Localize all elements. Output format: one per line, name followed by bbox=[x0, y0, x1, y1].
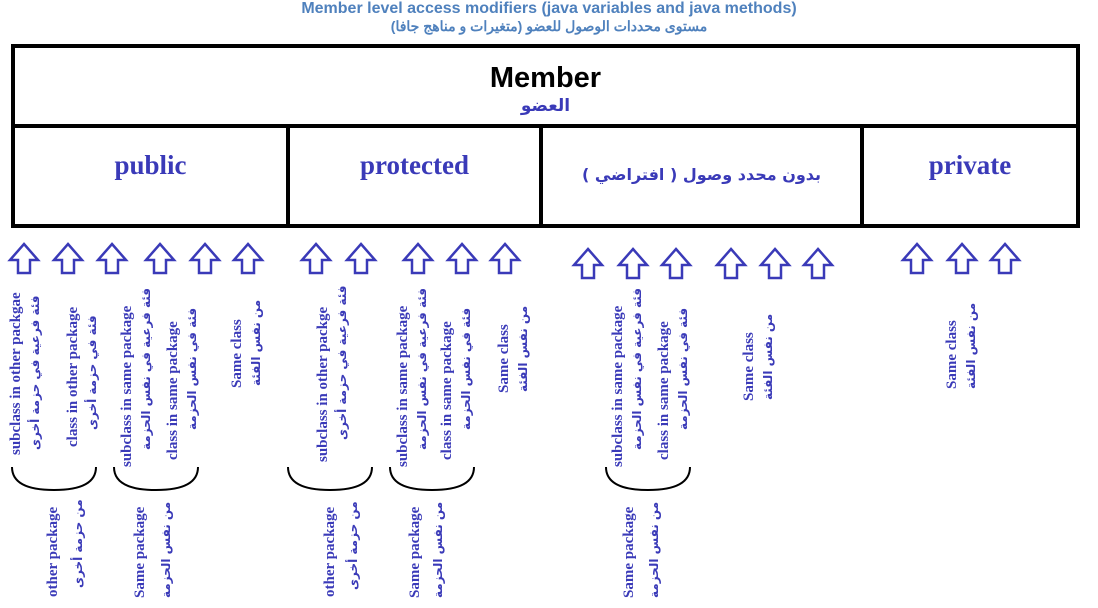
label-subclass-same-package-ar: فئة فرعية في نفس الحزمة bbox=[630, 288, 644, 450]
member-heading: Member bbox=[489, 62, 602, 94]
label-subclass-same-package-ar: فئة فرعية في نفس الحزمة bbox=[415, 288, 429, 450]
label-class-same-package-ar: فئة في نفس الحزمة bbox=[185, 307, 199, 430]
diagram-title-arabic: مستوى محددات الوصول للعضو (متغيرات و منا… bbox=[390, 18, 708, 34]
label-same-class: Same class bbox=[944, 320, 960, 389]
column-cell-private bbox=[860, 124, 1080, 228]
grouping-brace bbox=[113, 466, 199, 492]
label-subclass-other-package-ar: فئة فرعية في حزمة أخرى bbox=[28, 295, 42, 450]
label-subclass-other-package: subclass in other packgae bbox=[8, 292, 24, 455]
diagram-title: Member level access modifiers (java vari… bbox=[301, 0, 797, 17]
label-other-package: other package bbox=[45, 506, 61, 597]
label-same-class-ar: من نفس الفئة bbox=[516, 305, 530, 392]
label-same-package-ar: من نفس الحزمة bbox=[647, 501, 661, 598]
label-other-package: other package bbox=[322, 506, 338, 597]
label-class-same-package-ar: فئة في نفس الحزمة bbox=[676, 307, 690, 430]
column-label-default: بدون محدد وصول ( افتراضي ) bbox=[581, 165, 822, 184]
label-class-same-package: class in same package bbox=[165, 321, 181, 460]
label-same-class: Same class bbox=[741, 332, 757, 401]
label-same-package: Same package bbox=[621, 506, 637, 598]
grouping-brace bbox=[11, 466, 97, 492]
grouping-brace bbox=[389, 466, 475, 492]
label-subclass-same-package: subclass in same package bbox=[610, 305, 626, 467]
label-same-class-ar: من نفس الفئة bbox=[964, 302, 978, 389]
label-same-package-ar: من نفس الحزمة bbox=[431, 501, 445, 598]
label-class-same-package-ar: فئة في نفس الحزمة bbox=[459, 307, 473, 430]
label-same-class-ar: من نفس الفئة bbox=[249, 299, 263, 386]
label-class-same-package: class in same package bbox=[656, 321, 672, 460]
column-label-public: public bbox=[114, 150, 187, 180]
grouping-brace bbox=[605, 466, 691, 492]
label-same-class-ar: من نفس الفئة bbox=[761, 313, 775, 400]
label-other-package-ar: من حزمة أخرى bbox=[346, 501, 360, 590]
label-subclass-same-package: subclass in same package bbox=[395, 305, 411, 467]
label-subclass-same-package: subclass in same package bbox=[119, 305, 135, 467]
column-label-private: private bbox=[928, 150, 1012, 180]
label-subclass-same-package-ar: فئة فرعية في نفس الحزمة bbox=[139, 288, 153, 450]
label-same-class: Same class bbox=[229, 319, 245, 388]
grouping-brace bbox=[287, 466, 373, 492]
member-heading-arabic: العضو bbox=[520, 96, 571, 116]
label-class-other-package-ar: فئة في حزمة أخرى bbox=[85, 315, 99, 430]
label-same-class: Same class bbox=[496, 324, 512, 393]
label-same-package: Same package bbox=[132, 506, 148, 598]
label-other-package-ar: من حزمة أخرى bbox=[71, 499, 85, 588]
label-class-other-package: class in other package bbox=[65, 306, 81, 447]
label-subclass-other-package: subclass in other packge bbox=[315, 306, 331, 462]
label-same-package: Same package bbox=[407, 506, 423, 598]
label-subclass-other-package-ar: فئة فرعية في حزمة أخرى bbox=[335, 285, 349, 440]
label-same-package-ar: من نفس الحزمة bbox=[159, 501, 173, 598]
column-label-protected: protected bbox=[360, 150, 469, 180]
label-class-same-package: class in same package bbox=[439, 321, 455, 460]
